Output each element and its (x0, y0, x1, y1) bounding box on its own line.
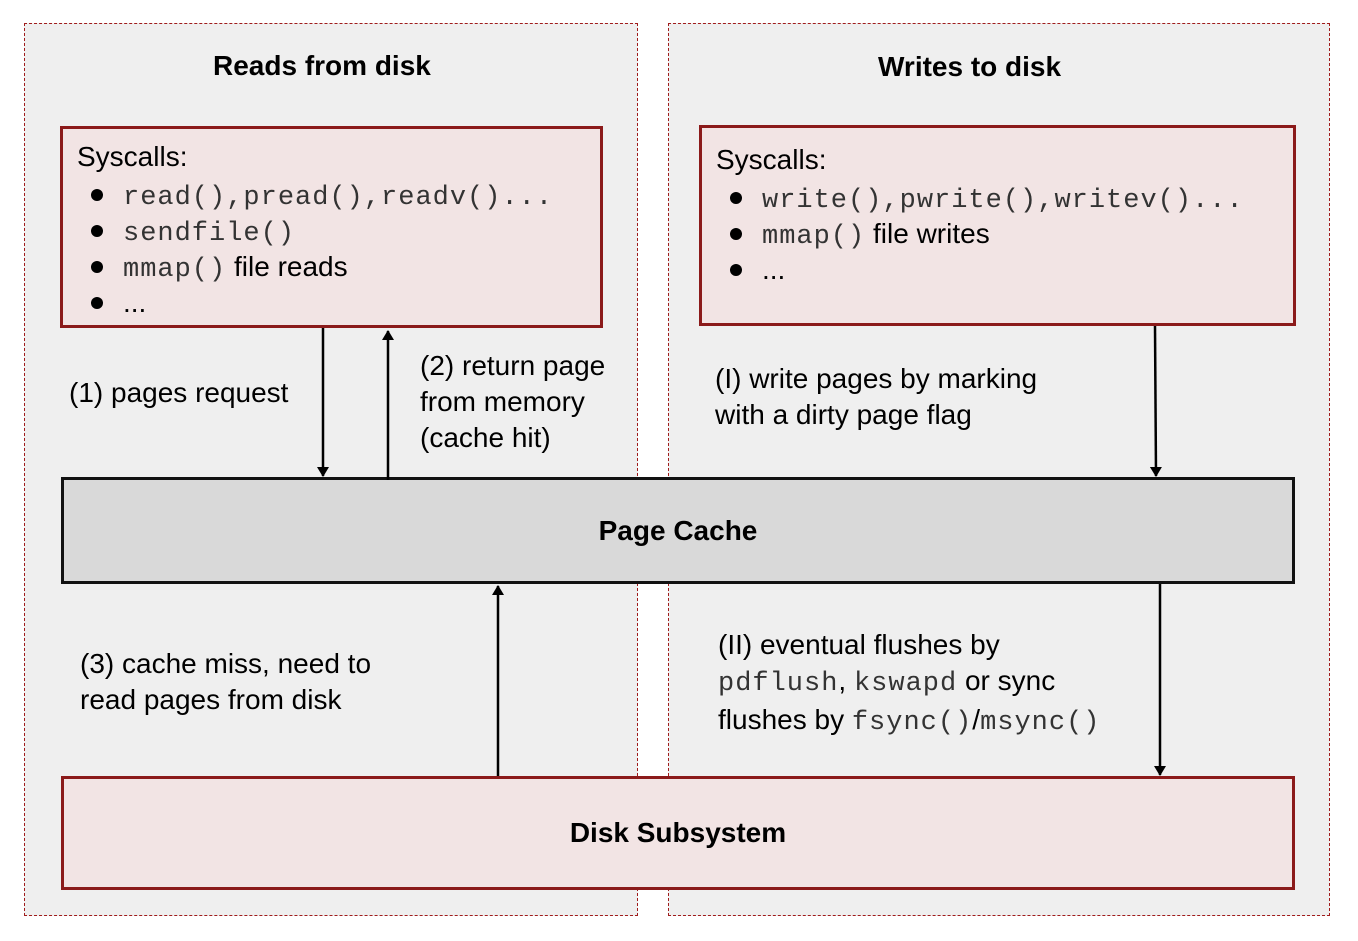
write-pages-arrow (1149, 325, 1162, 477)
cache-miss-line: read pages from disk (80, 684, 342, 715)
page-cache-label: Page Cache (598, 514, 758, 546)
flush-line-3: flushes by fsync()/msync() (718, 704, 1101, 738)
bullet-icon (730, 264, 742, 276)
return-page-line: (2) return page (420, 350, 606, 381)
cache-miss-line: (3) cache miss, need to (80, 648, 372, 679)
bullet-icon (91, 297, 103, 309)
bullet-icon (730, 228, 742, 240)
page-cache-box: Page Cache (61, 477, 1295, 584)
reads-syscalls-heading: Syscalls: (77, 141, 188, 172)
list-item: write(),pwrite(),writev()... (716, 180, 1244, 216)
list-item: ... (716, 252, 1244, 288)
pages-request-label: (1) pages request (69, 377, 289, 408)
disk-subsystem-label: Disk Subsystem (569, 817, 787, 848)
bullet-icon (730, 192, 742, 204)
reads-title: Reads from disk (213, 50, 431, 81)
reads-syscalls-box: Syscalls: read(),pread(),readv()... send… (60, 126, 603, 328)
list-item: sendfile() (77, 213, 553, 249)
write-pages-line: (I) write pages by marking (715, 363, 1038, 394)
list-item: mmap() file reads (77, 249, 553, 285)
writes-syscalls-heading: Syscalls: (716, 144, 827, 175)
reads-syscall-list: read(),pread(),readv()... sendfile() mma… (77, 177, 553, 321)
list-item: ... (77, 285, 553, 321)
bullet-icon (91, 189, 103, 201)
writes-syscalls-box: Syscalls: write(),pwrite(),writev()... m… (699, 125, 1296, 326)
list-item: read(),pread(),readv()... (77, 177, 553, 213)
write-pages-line: with a dirty page flag (715, 399, 972, 430)
disk-subsystem-box: Disk Subsystem (61, 776, 1295, 890)
writes-syscall-list: write(),pwrite(),writev()... mmap() file… (716, 180, 1244, 288)
bullet-icon (91, 261, 103, 273)
flush-line-1: (II) eventual flushes by (718, 629, 1000, 660)
return-page-line: (cache hit) (420, 422, 551, 453)
write-pages-label: (I) write pages by marking with a dirty … (715, 361, 1037, 433)
return-page-label: (2) return page from memory (cache hit) (420, 348, 605, 456)
bullet-icon (91, 225, 103, 237)
cache-miss-label: (3) cache miss, need to read pages from … (80, 646, 371, 718)
return-page-line: from memory (420, 386, 585, 417)
flush-line-2: pdflush, kswapd or sync (718, 665, 1056, 699)
flush-label: (II) eventual flushes by pdflush, kswapd… (718, 627, 1100, 741)
writes-title: Writes to disk (878, 51, 1062, 82)
list-item: mmap() file writes (716, 216, 1244, 252)
